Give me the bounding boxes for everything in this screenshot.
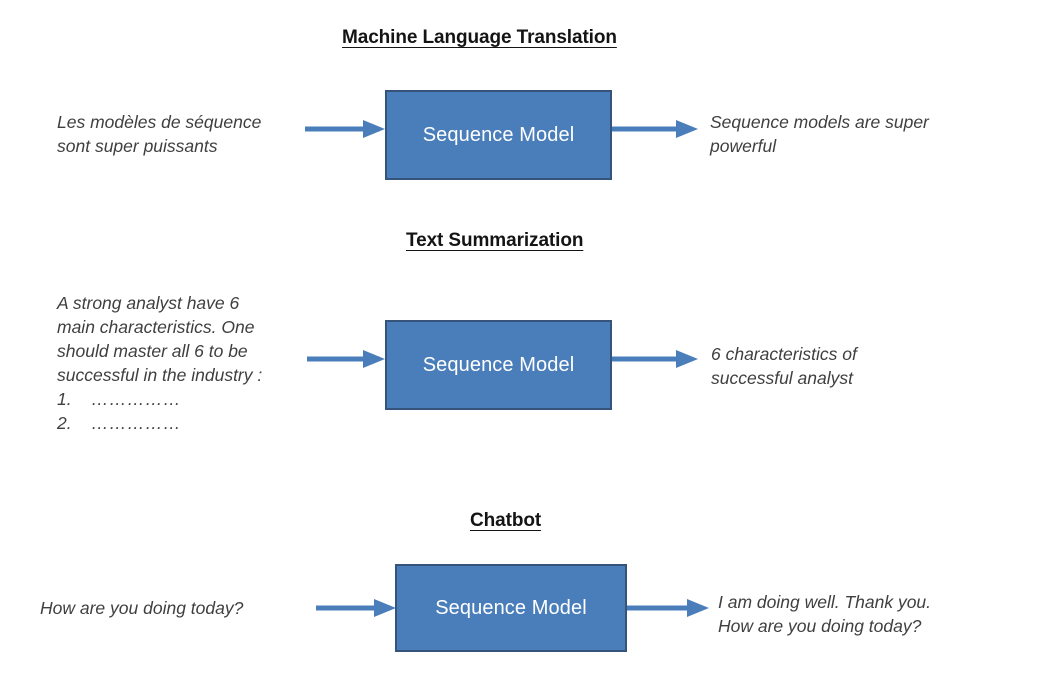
- list-item: 2. ……………: [57, 411, 327, 435]
- output-line: powerful: [710, 136, 777, 156]
- arrow-model-to-output-1: [612, 118, 700, 140]
- output-text-text-summarization: 6 characteristics of successful analyst: [711, 342, 1001, 390]
- section-title-machine-language-translation: Machine Language Translation: [342, 27, 617, 48]
- arrow-input-to-model-2: [307, 348, 387, 370]
- arrow-model-to-output-2: [612, 348, 700, 370]
- list-item-dots: ……………: [91, 389, 181, 409]
- list-item-dots: ……………: [91, 413, 181, 433]
- list-item-number: 1.: [57, 389, 72, 409]
- output-line: successful analyst: [711, 368, 854, 388]
- model-box-label: Sequence Model: [422, 123, 575, 146]
- input-line: should master all 6 to be: [57, 341, 248, 361]
- output-text-chatbot: I am doing well. Thank you. How are you …: [718, 590, 1018, 638]
- output-line: Sequence models are super: [710, 112, 929, 132]
- output-text-machine-language-translation: Sequence models are super powerful: [710, 110, 1000, 158]
- input-line: main characteristics. One: [57, 317, 255, 337]
- input-text-chatbot: How are you doing today?: [40, 596, 310, 620]
- input-line: successful in the industry :: [57, 365, 263, 385]
- input-line: Les modèles de séquence: [57, 112, 262, 132]
- model-box-chatbot[interactable]: Sequence Model: [395, 564, 627, 652]
- list-item: 1. ……………: [57, 387, 327, 411]
- input-line: sont super puissants: [57, 136, 218, 156]
- section-title-text-summarization: Text Summarization: [406, 230, 584, 251]
- input-line: A strong analyst have 6: [57, 293, 240, 313]
- input-text-text-summarization: A strong analyst have 6 main characteris…: [57, 291, 327, 435]
- model-box-text-summarization[interactable]: Sequence Model: [385, 320, 612, 410]
- arrow-input-to-model-3: [316, 597, 398, 619]
- list-item-number: 2.: [57, 413, 72, 433]
- output-line: 6 characteristics of: [711, 344, 857, 364]
- model-box-label: Sequence Model: [422, 353, 575, 376]
- input-text-machine-language-translation: Les modèles de séquence sont super puiss…: [57, 110, 312, 158]
- model-box-label: Sequence Model: [435, 596, 587, 619]
- section-title-chatbot: Chatbot: [470, 510, 542, 531]
- arrow-model-to-output-3: [627, 597, 711, 619]
- arrow-input-to-model-1: [305, 118, 387, 140]
- output-line: How are you doing today?: [718, 616, 922, 636]
- input-line: How are you doing today?: [40, 598, 244, 618]
- output-line: I am doing well. Thank you.: [718, 592, 932, 612]
- model-box-machine-language-translation[interactable]: Sequence Model: [385, 90, 612, 180]
